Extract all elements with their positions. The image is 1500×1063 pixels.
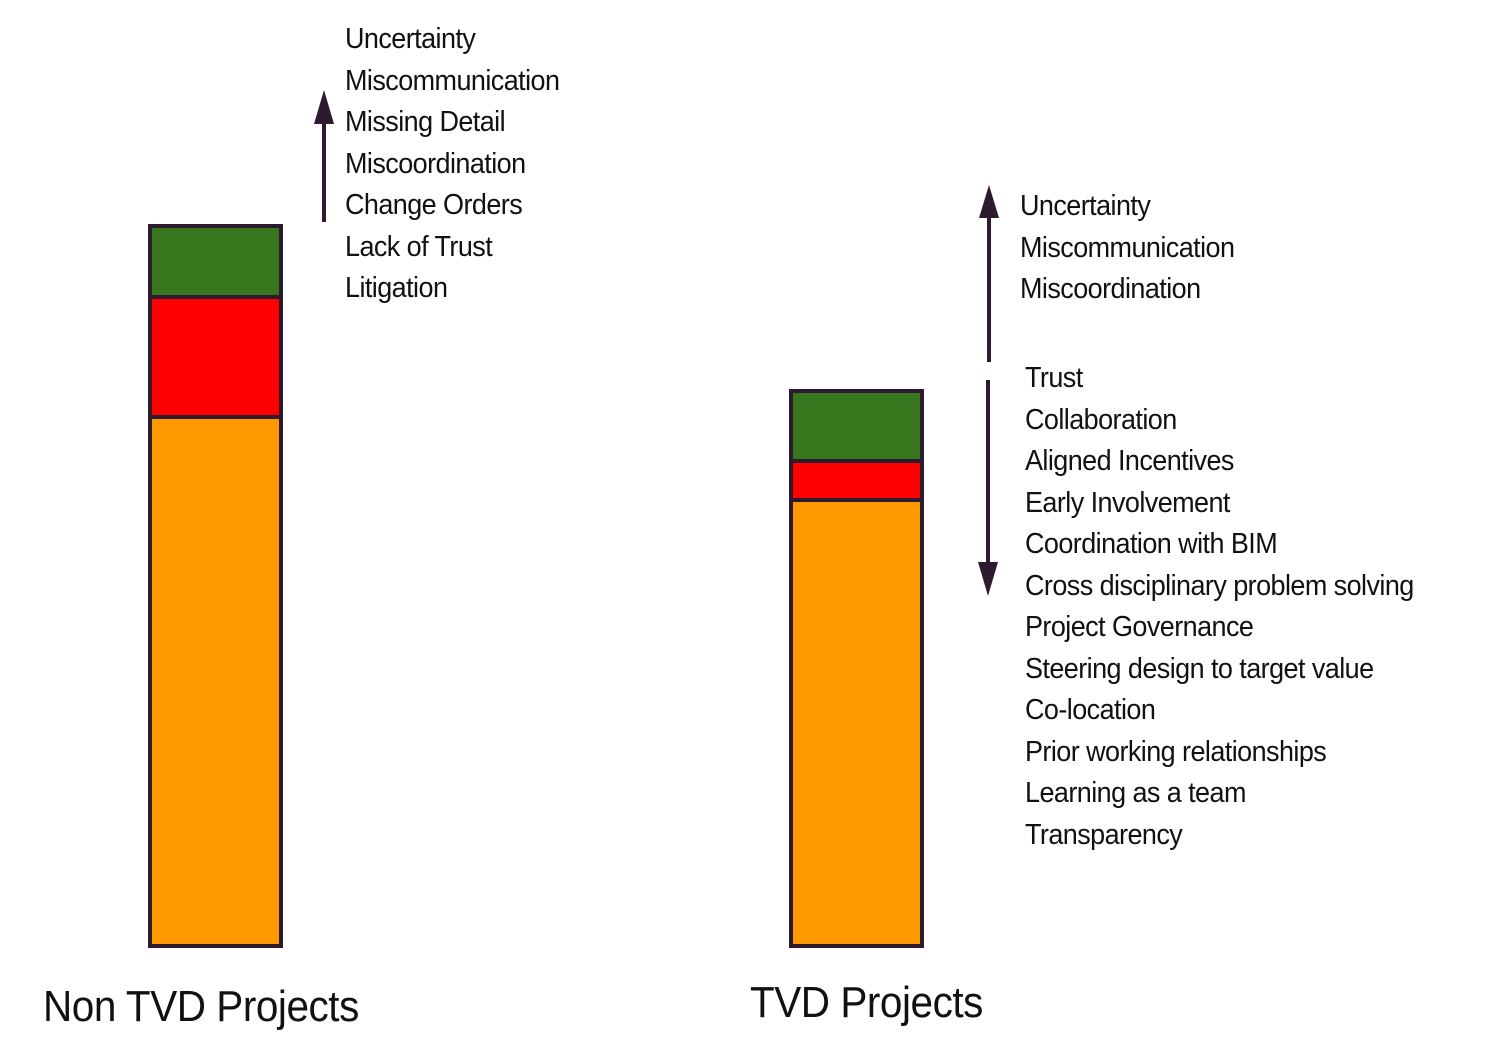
non-tvd-factor-list: Uncertainty Miscommunication Missing Det… — [345, 19, 560, 310]
factor-label: Miscoordination — [345, 147, 526, 180]
non-tvd-stacked-bar — [148, 224, 283, 948]
factor-label: Prior working relationships — [1025, 735, 1327, 768]
factor-label: Miscommunication — [1020, 231, 1235, 264]
factor-label: Trust — [1025, 362, 1083, 394]
factor-label: Miscoordination — [1020, 273, 1201, 305]
factor-label: Aligned Incentives — [1025, 445, 1234, 477]
factor-label: Coordination with BIM — [1025, 528, 1278, 560]
tvd-red-segment — [793, 459, 920, 498]
factor-label: Uncertainty — [1020, 190, 1151, 222]
factor-label: Collaboration — [1025, 403, 1177, 436]
tvd-green-segment — [793, 393, 920, 459]
factor-label: Early Involvement — [1025, 486, 1230, 519]
factor-label: Cross disciplinary problem solving — [1025, 569, 1414, 602]
non-tvd-green-segment — [152, 228, 279, 295]
tvd-stacked-bar — [789, 389, 924, 948]
tvd-down-arrow-icon — [978, 380, 998, 596]
tvd-orange-segment — [793, 498, 920, 944]
factor-label: Missing Detail — [345, 106, 506, 138]
tvd-up-arrow-icon — [979, 185, 999, 362]
factor-label: Transparency — [1025, 818, 1183, 851]
non-tvd-up-arrow-icon — [314, 90, 334, 222]
factor-label: Uncertainty — [345, 23, 476, 55]
tvd-increasing-factor-list: Uncertainty Miscommunication Miscoordina… — [1020, 186, 1235, 311]
factor-label: Lack of Trust — [345, 230, 493, 263]
factor-label: Steering design to target value — [1025, 652, 1374, 685]
tvd-decreasing-factor-list: Trust Collaboration Aligned Incentives E… — [1025, 358, 1414, 856]
factor-label: Change Orders — [345, 189, 523, 221]
non-tvd-caption: Non TVD Projects — [43, 982, 359, 1031]
non-tvd-orange-segment — [152, 415, 279, 944]
factor-label: Co-location — [1025, 694, 1156, 726]
factor-label: Project Governance — [1025, 611, 1254, 643]
factor-label: Miscommunication — [345, 64, 560, 97]
factor-label: Learning as a team — [1025, 777, 1246, 809]
tvd-caption: TVD Projects — [750, 978, 983, 1027]
factor-label: Litigation — [345, 272, 448, 304]
non-tvd-red-segment — [152, 295, 279, 415]
